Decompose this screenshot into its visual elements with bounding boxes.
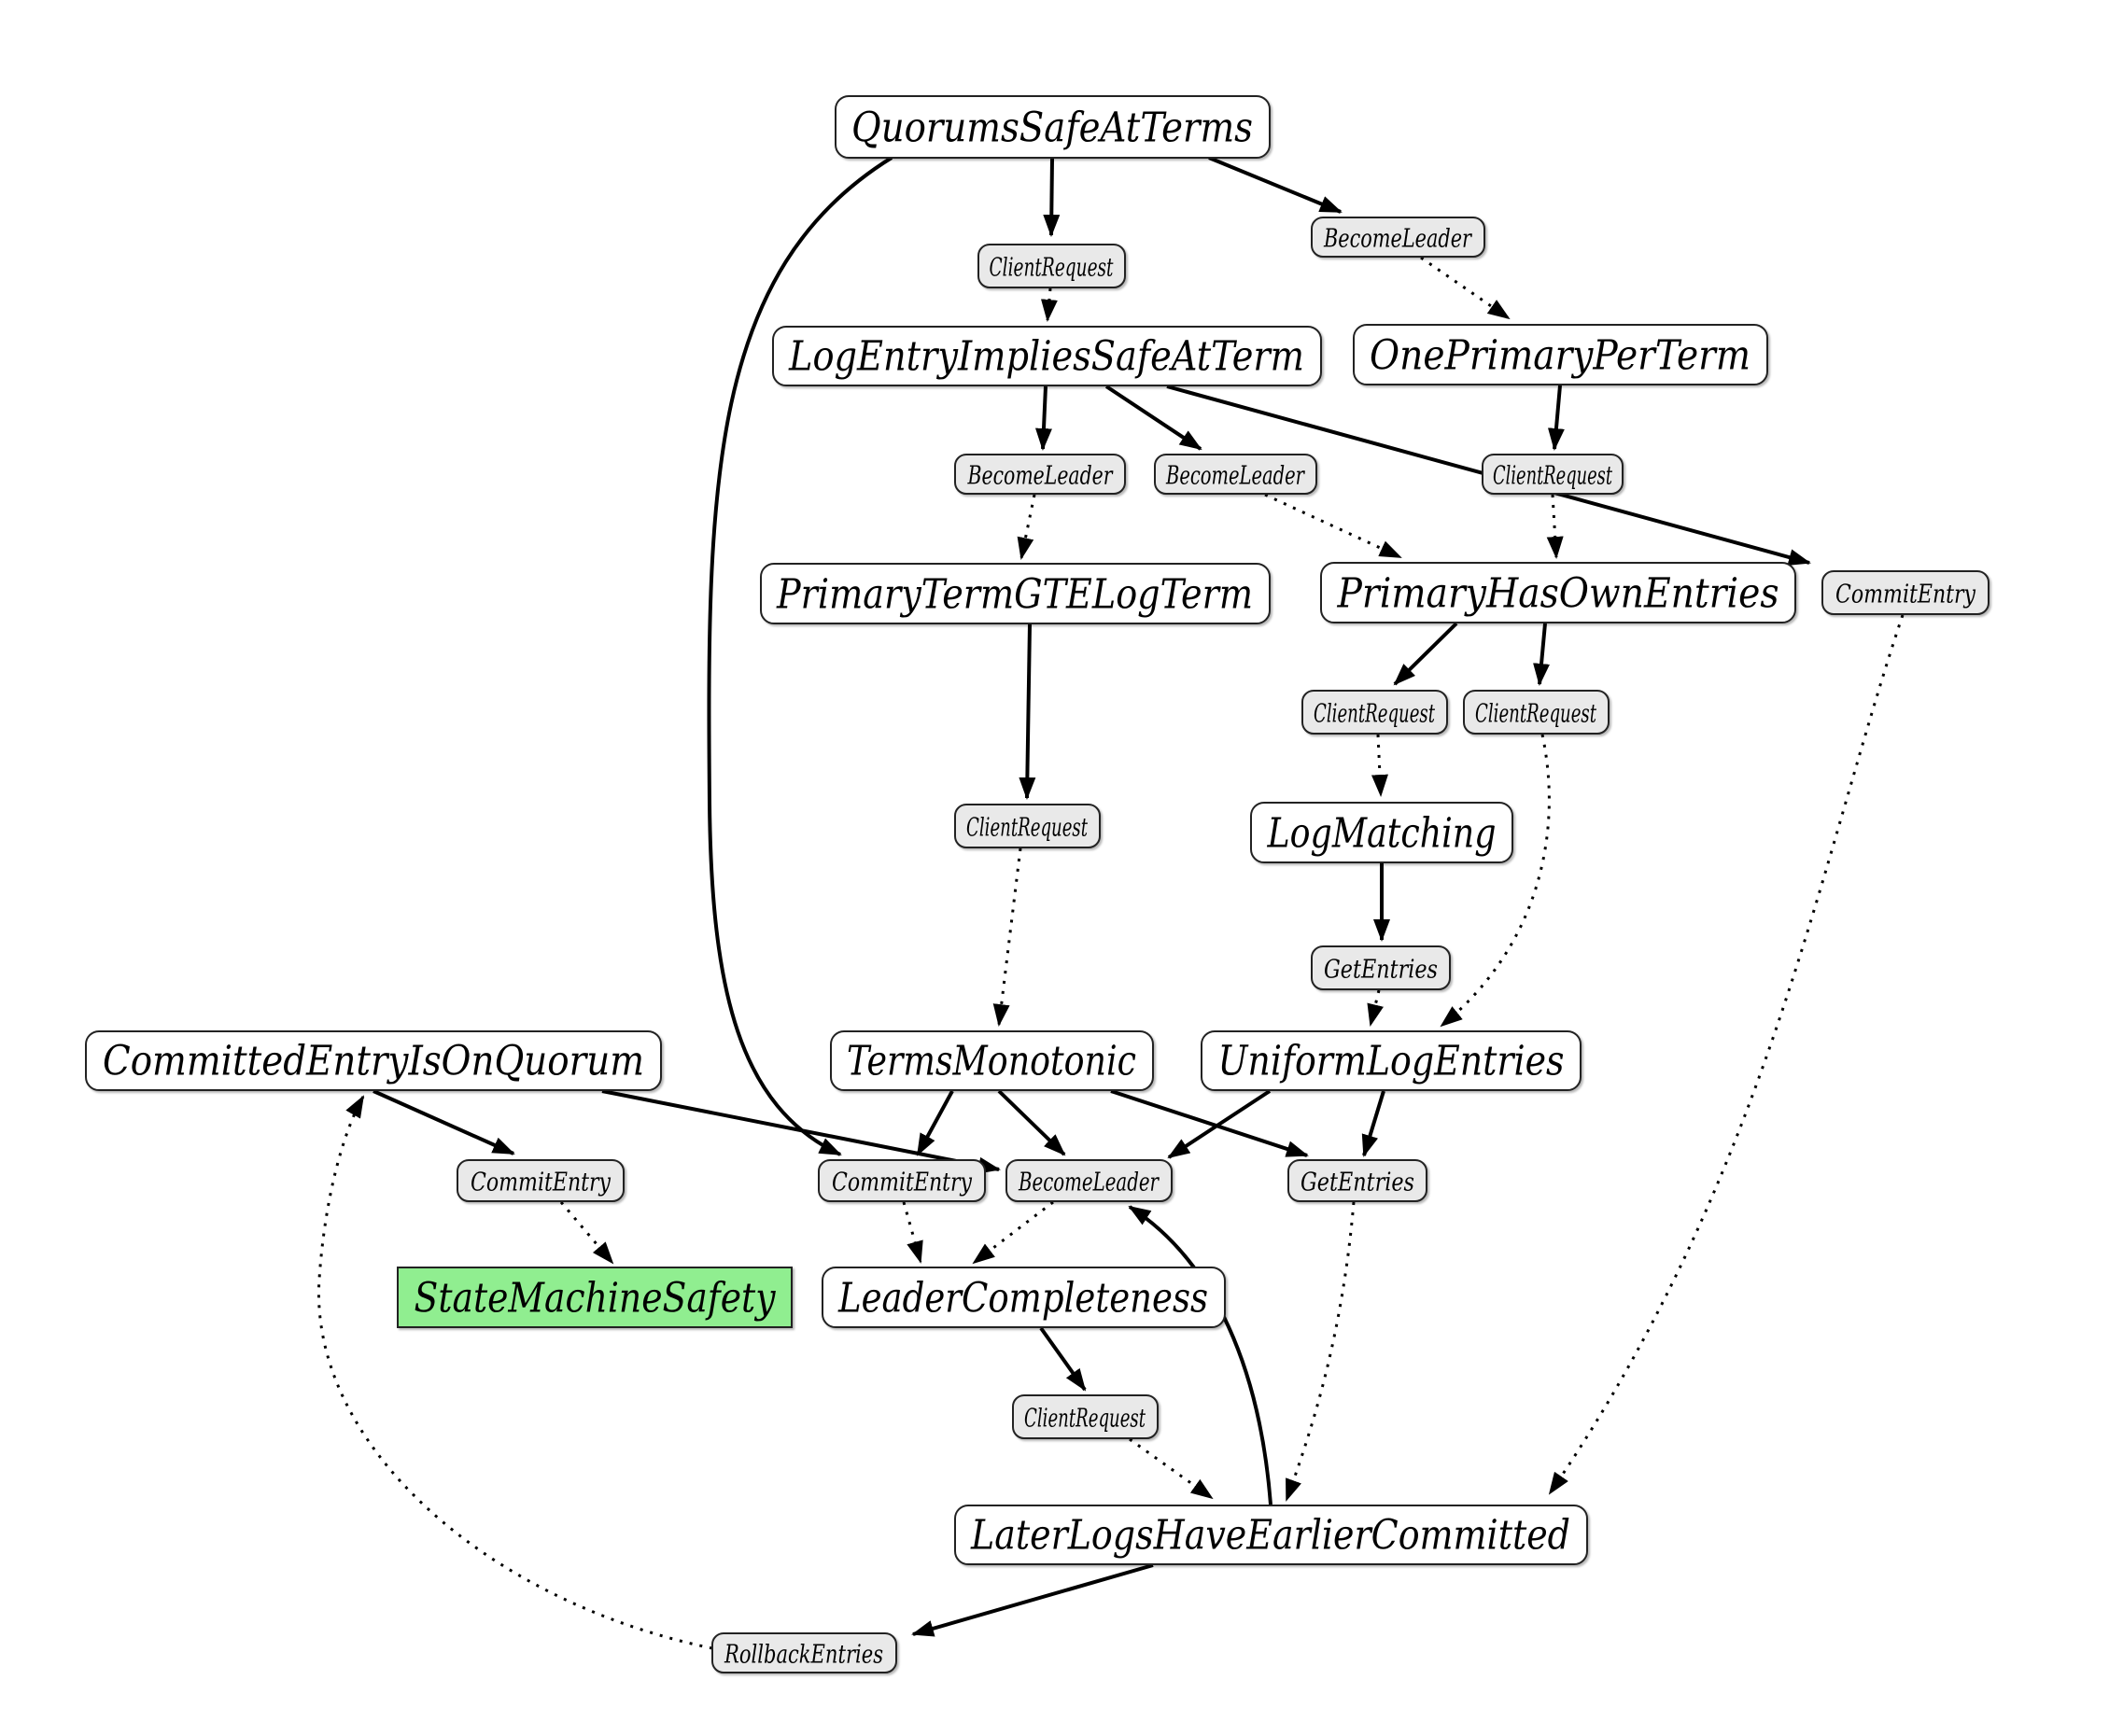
node-become-leader-3[interactable]: BecomeLeader <box>1154 454 1317 495</box>
svg-text:LogEntryImpliesSafeAtTerm: LogEntryImpliesSafeAtTerm <box>788 333 1304 381</box>
svg-text:ClientRequest: ClientRequest <box>1493 462 1612 491</box>
edge-ceioq-ce_i1 <box>373 1089 515 1155</box>
svg-text:StateMachineSafety: StateMachineSafety <box>415 1275 777 1323</box>
svg-text:QuorumsSafeAtTerms: QuorumsSafeAtTerms <box>851 105 1253 152</box>
edge-ce_fr-llhec <box>1548 614 1905 1495</box>
edge-cr_f1-lm <box>1371 734 1388 797</box>
node-commit-entry-3[interactable]: CommitEntry <box>818 1159 986 1202</box>
svg-text:LeaderCompleteness: LeaderCompleteness <box>837 1275 1208 1323</box>
edge-phoe-cr_f1 <box>1393 622 1458 686</box>
svg-text:CommittedEntryIsOnQuorum: CommittedEntryIsOnQuorum <box>103 1038 644 1085</box>
edge-ule-ge_i4 <box>1361 1090 1385 1157</box>
node-become-leader-2[interactable]: BecomeLeader <box>954 454 1126 495</box>
edge-ptgtelt-cr_g1 <box>1019 623 1036 800</box>
node-get-entries-2[interactable]: GetEntries <box>1287 1159 1427 1202</box>
edge-qsat-bl_b2 <box>1208 156 1343 214</box>
svg-text:TermsMonotonic: TermsMonotonic <box>847 1038 1136 1085</box>
svg-text:PrimaryHasOwnEntries: PrimaryHasOwnEntries <box>1337 570 1779 618</box>
edge-bl_b2-oppt <box>1420 256 1511 320</box>
node-primary-term-gte-log-term[interactable]: PrimaryTermGTELogTerm <box>760 563 1271 624</box>
edge-cr_b1-leist <box>1040 287 1058 322</box>
edge-ce_i1-sms <box>559 1201 614 1265</box>
node-primary-has-own-entries[interactable]: PrimaryHasOwnEntries <box>1320 562 1796 623</box>
edge-phoe-cr_f2 <box>1533 623 1550 686</box>
edge-oppt-cr_d3 <box>1547 385 1565 451</box>
edge-cr_k-llhec <box>1129 1437 1214 1500</box>
edge-bl_i3-lc <box>972 1200 1054 1265</box>
edge-leist-bl_l <box>1034 385 1052 451</box>
edge-llhec-rb <box>911 1563 1154 1637</box>
node-committed-entry-is-on-quorum[interactable]: CommittedEntryIsOnQuorum <box>85 1030 662 1091</box>
edge-cr_d3-phoe <box>1546 494 1564 559</box>
node-commit-entry-2[interactable]: CommitEntry <box>457 1159 625 1202</box>
node-quorums-safe-at-terms[interactable]: QuorumsSafeAtTerms <box>835 95 1271 159</box>
svg-text:BecomeLeader: BecomeLeader <box>1165 462 1305 491</box>
svg-text:LogMatching: LogMatching <box>1267 810 1497 858</box>
node-client-request-1[interactable]: ClientRequest <box>977 244 1126 288</box>
svg-text:ClientRequest: ClientRequest <box>1314 700 1435 729</box>
svg-text:UniformLogEntries: UniformLogEntries <box>1218 1038 1565 1085</box>
node-client-request-4[interactable]: ClientRequest <box>1463 690 1610 735</box>
node-become-leader-4[interactable]: BecomeLeader <box>1005 1159 1173 1202</box>
edge-ceioq-bl_i3 <box>601 1089 1001 1174</box>
node-rollback-entries[interactable]: RollbackEntries <box>711 1632 897 1673</box>
edge-lc-cr_k <box>1039 1326 1087 1392</box>
edge-ge_i4-llhec <box>1285 1201 1356 1502</box>
edge-cr_g1-tm <box>992 847 1022 1027</box>
node-log-entry-implies-safe-at-term[interactable]: LogEntryImpliesSafeAtTerm <box>772 326 1322 386</box>
svg-text:ClientRequest: ClientRequest <box>1475 700 1596 729</box>
svg-text:BecomeLeader: BecomeLeader <box>1323 225 1472 254</box>
edge-bl_l-ptgtelt <box>1017 494 1036 560</box>
svg-text:ClientRequest: ClientRequest <box>990 254 1114 283</box>
svg-text:ClientRequest: ClientRequest <box>1024 1405 1146 1434</box>
node-commit-entry-1[interactable]: CommitEntry <box>1821 570 1989 615</box>
node-client-request-6[interactable]: ClientRequest <box>1012 1394 1159 1439</box>
svg-text:GetEntries: GetEntries <box>1324 956 1438 985</box>
svg-text:PrimaryTermGTELogTerm: PrimaryTermGTELogTerm <box>776 571 1253 619</box>
svg-text:CommitEntry: CommitEntry <box>471 1169 612 1197</box>
node-one-primary-per-term[interactable]: OnePrimaryPerTerm <box>1353 324 1768 385</box>
svg-text:BecomeLeader: BecomeLeader <box>1018 1169 1160 1197</box>
edge-bl_r-phoe <box>1264 493 1402 559</box>
edge-ule-bl_i3 <box>1167 1089 1272 1159</box>
edge-cr_f2-ule <box>1440 734 1551 1028</box>
node-later-logs-have-earlier-committed[interactable]: LaterLogsHaveEarlierCommitted <box>954 1505 1588 1565</box>
svg-text:CommitEntry: CommitEntry <box>1835 581 1976 609</box>
edge-tm-bl_i3 <box>997 1089 1066 1156</box>
node-client-request-3[interactable]: ClientRequest <box>1301 690 1448 735</box>
edge-qsat-ce_i2 <box>707 156 893 1156</box>
edge-tm-ge_i4 <box>1110 1089 1309 1157</box>
node-become-leader-1[interactable]: BecomeLeader <box>1311 217 1485 258</box>
svg-text:BecomeLeader: BecomeLeader <box>967 462 1114 491</box>
node-log-matching[interactable]: LogMatching <box>1250 802 1513 863</box>
svg-text:OnePrimaryPerTerm: OnePrimaryPerTerm <box>1370 332 1750 380</box>
nodes: QuorumsSafeAtTerms ClientRequest BecomeL… <box>85 95 1989 1673</box>
svg-text:ClientRequest: ClientRequest <box>966 814 1088 843</box>
node-uniform-log-entries[interactable]: UniformLogEntries <box>1201 1030 1582 1091</box>
node-state-machine-safety[interactable]: StateMachineSafety <box>397 1267 793 1328</box>
node-client-request-5[interactable]: ClientRequest <box>954 804 1101 848</box>
edge-llhec-bl_i3 <box>1128 1205 1272 1505</box>
edge-rb-ceioq <box>316 1095 713 1650</box>
node-leader-completeness[interactable]: LeaderCompleteness <box>822 1267 1226 1328</box>
svg-text:RollbackEntries: RollbackEntries <box>724 1641 883 1670</box>
node-client-request-2[interactable]: ClientRequest <box>1482 454 1624 495</box>
edges <box>316 156 1905 1650</box>
node-terms-monotonic[interactable]: TermsMonotonic <box>830 1030 1154 1091</box>
node-get-entries-1[interactable]: GetEntries <box>1311 945 1451 990</box>
svg-text:LaterLogsHaveEarlierCommitted: LaterLogsHaveEarlierCommitted <box>970 1512 1570 1560</box>
svg-text:CommitEntry: CommitEntry <box>832 1169 973 1197</box>
edge-ge_h-ule <box>1367 989 1384 1027</box>
edge-leist-bl_r <box>1104 385 1202 451</box>
edge-tm-ce_i2 <box>916 1090 954 1156</box>
edge-ce_i2-lc <box>902 1201 923 1264</box>
svg-text:GetEntries: GetEntries <box>1301 1169 1414 1197</box>
edge-qsat-cr_b1 <box>1043 158 1061 237</box>
